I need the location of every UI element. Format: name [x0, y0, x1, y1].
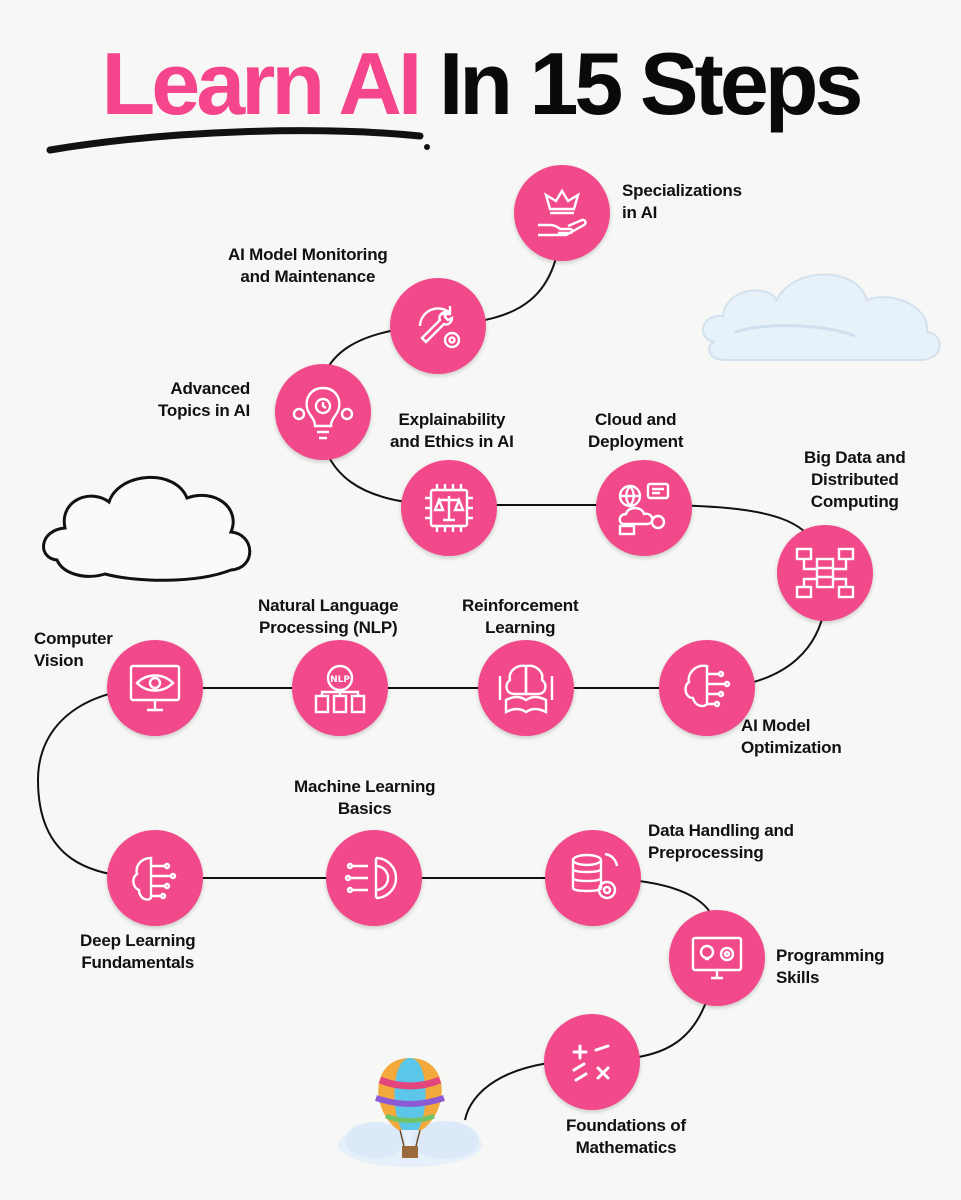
- step-15-node: [514, 165, 610, 261]
- circuit-brain-icon: [132, 856, 177, 901]
- svg-text:NLP: NLP: [330, 675, 350, 685]
- title-underline: [46, 127, 424, 154]
- hot-air-balloon: [338, 1058, 482, 1167]
- step-13-node: [275, 364, 371, 460]
- monitor-eye-icon: [129, 664, 181, 712]
- title-accent: Learn AI: [101, 34, 423, 133]
- brain-book-icon: [498, 664, 554, 714]
- cloud-left: [42, 475, 252, 582]
- nlp-documents-icon: NLP: [314, 664, 366, 714]
- step-2-node: [669, 910, 765, 1006]
- step-9-node: [659, 640, 755, 736]
- network-servers-icon: [795, 547, 855, 599]
- page-title: Learn AI In 15 Steps: [0, 40, 961, 128]
- step-5-node: [107, 830, 203, 926]
- step-10-node: [777, 525, 873, 621]
- step-7-node: NLP: [292, 640, 388, 736]
- title-rest: In 15 Steps: [438, 34, 864, 133]
- database-gear-icon: [571, 852, 619, 900]
- math-operators-icon: [572, 1044, 610, 1082]
- cloud-right: [702, 273, 941, 361]
- step-8-node: [478, 640, 574, 736]
- step-6-node: [107, 640, 203, 736]
- circuit-gear-icon: [344, 856, 398, 900]
- cloud-network-icon: [618, 482, 670, 536]
- brain-chip-icon: [684, 664, 731, 708]
- chip-scales-icon: [425, 484, 473, 532]
- step-1-node: [544, 1014, 640, 1110]
- step-14-node: [390, 278, 486, 374]
- title-dot: [424, 144, 430, 150]
- wrench-gear-cycle-icon: [418, 306, 461, 349]
- monitor-idea-gear-icon: [691, 936, 743, 980]
- crown-hand-icon: [538, 188, 587, 237]
- step-11-node: [596, 460, 692, 556]
- step-12-node: [401, 460, 497, 556]
- step-3-node: [545, 830, 641, 926]
- step-4-node: [326, 830, 422, 926]
- bulb-clock-gears-icon: [292, 386, 354, 440]
